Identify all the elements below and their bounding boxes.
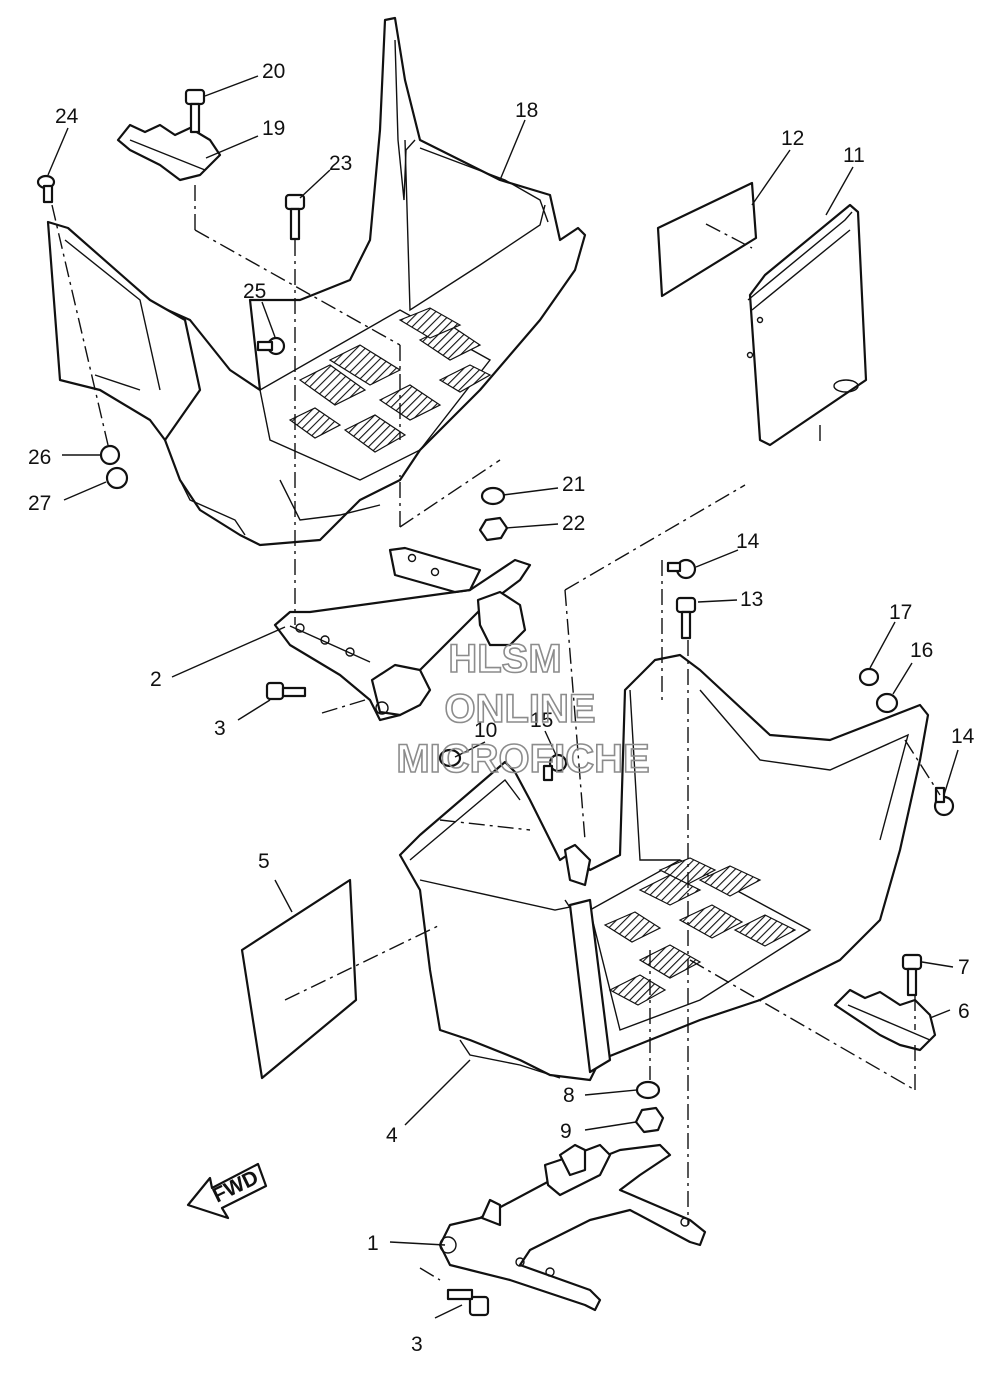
bracket-lower <box>438 1143 707 1312</box>
callout-numbers: 1 2 3 3 4 5 6 7 8 9 10 11 12 13 14 14 15… <box>28 60 975 1356</box>
screw-14-upper <box>666 558 697 580</box>
nut-17 <box>858 667 880 687</box>
washer-8 <box>635 1080 661 1100</box>
callout-17: 17 <box>889 601 912 624</box>
nut-9 <box>634 1106 665 1134</box>
washer-21 <box>480 486 506 506</box>
callout-16: 16 <box>910 639 933 662</box>
nut-27 <box>105 466 129 490</box>
callout-leaders <box>47 75 959 1319</box>
callout-15: 15 <box>530 709 553 732</box>
bracket-upper <box>273 546 532 722</box>
fwd-arrow: FWD <box>186 1162 268 1220</box>
callout-13: 13 <box>740 588 763 611</box>
callout-3-lower: 3 <box>411 1333 423 1356</box>
watermark-line-1: HLSM <box>448 637 561 681</box>
screw-25 <box>256 336 286 356</box>
bolt-3-lower <box>446 1288 490 1317</box>
callout-18: 18 <box>515 99 538 122</box>
callout-19: 19 <box>262 117 285 140</box>
callout-1: 1 <box>367 1232 379 1255</box>
washer-26 <box>99 444 121 466</box>
callout-22: 22 <box>562 512 585 535</box>
screw-24 <box>36 174 56 204</box>
callout-4: 4 <box>386 1124 398 1147</box>
callout-6: 6 <box>958 1000 970 1023</box>
label-5 <box>240 878 358 1080</box>
callout-26: 26 <box>28 446 51 469</box>
callout-14-upper: 14 <box>736 530 760 553</box>
bolt-7 <box>901 953 923 997</box>
mudguard-right-assembly <box>398 653 930 1082</box>
bolt-23 <box>284 193 306 241</box>
foot-peg-lower <box>833 988 937 1052</box>
watermark-line-3: MICROFICHE <box>396 737 649 781</box>
watermark: HLSM ONLINE MICROFICHE <box>396 636 651 782</box>
callout-23: 23 <box>329 152 352 175</box>
callout-3-upper: 3 <box>214 717 226 740</box>
bolt-13 <box>675 596 697 640</box>
callout-25: 25 <box>243 280 266 303</box>
callout-27: 27 <box>28 492 51 515</box>
callout-8: 8 <box>563 1084 575 1107</box>
callout-11: 11 <box>843 144 865 167</box>
footrest-left-assembly <box>46 16 587 547</box>
callout-12: 12 <box>781 127 804 150</box>
nut-22 <box>478 516 509 542</box>
nut-10 <box>438 748 462 768</box>
foot-peg-upper <box>116 123 222 182</box>
callout-14-right: 14 <box>951 725 975 748</box>
callout-7: 7 <box>958 956 970 979</box>
callout-21: 21 <box>562 473 585 496</box>
washer-16 <box>875 692 899 714</box>
callout-9: 9 <box>560 1120 572 1143</box>
callout-24: 24 <box>55 105 79 128</box>
callout-5: 5 <box>258 850 270 873</box>
callout-2: 2 <box>150 668 162 691</box>
callout-20: 20 <box>262 60 285 83</box>
bolt-3-upper <box>265 681 307 701</box>
watermark-line-2: ONLINE <box>444 687 595 731</box>
side-cover <box>746 203 868 447</box>
callout-10: 10 <box>474 719 497 742</box>
label-12 <box>656 181 758 298</box>
screw-15 <box>542 753 568 782</box>
assembly-lines <box>51 185 941 1281</box>
bolt-20 <box>184 88 206 134</box>
